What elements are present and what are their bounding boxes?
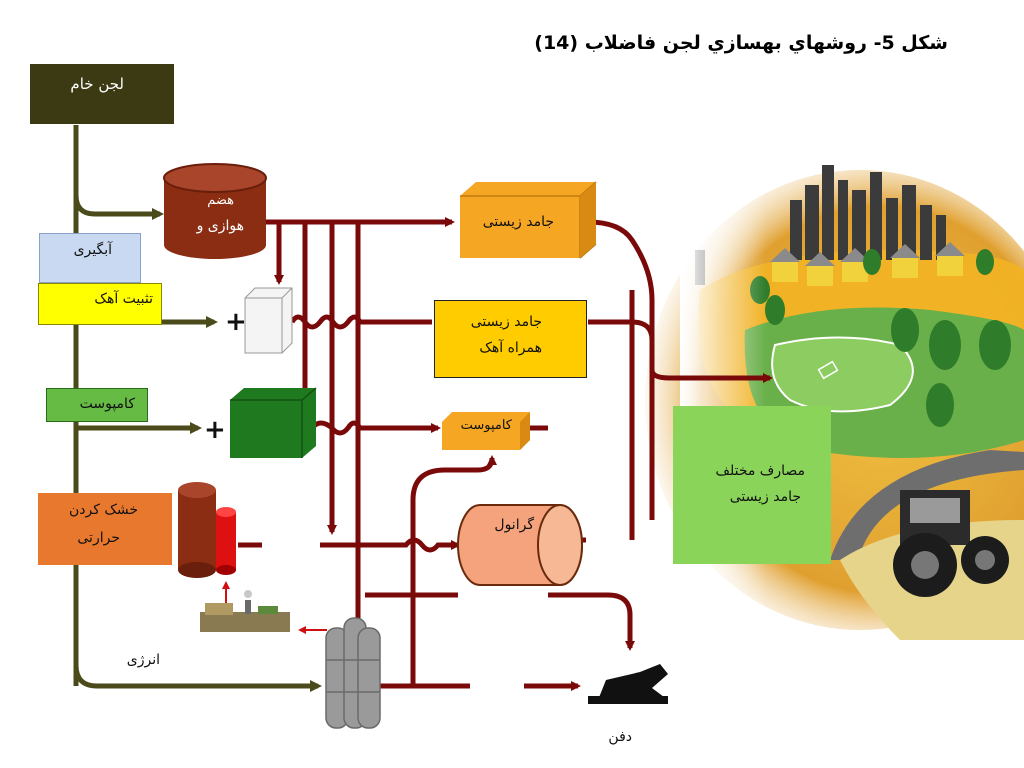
biosolid-lime-label-line2: همراه آهک xyxy=(479,340,542,356)
plus-icon-compost: + xyxy=(204,415,226,445)
lime-stabilization-box: تثبیت آهک xyxy=(38,283,162,325)
granule-drum xyxy=(457,504,583,586)
raw-sludge-label: لجن خام xyxy=(70,75,124,93)
various-uses-box: مصارف مختلف جامد زیستی xyxy=(673,406,831,564)
lime-stabilization-label: تثبیت آهک xyxy=(94,291,153,307)
biosolid-lime-box: جامد زیستی همراه آهک xyxy=(434,300,587,378)
thermal-dryer-unit xyxy=(178,482,236,578)
figure-title: شکل 5- روشهاي بهسازي لجن فاضلاب (14) xyxy=(534,32,948,54)
granule-label: گرانول xyxy=(494,517,534,533)
biosolid-lime-label-line1: جامد زیستی xyxy=(470,314,542,330)
compost-method-label: کامپوست xyxy=(79,396,135,412)
thermal-drying-label-line2: حرارتی xyxy=(77,530,120,546)
compost-method-box: کامپوست xyxy=(46,388,148,422)
biosolid-box xyxy=(460,181,597,259)
thermal-drying-label-line1: خشک کردن xyxy=(68,502,138,518)
factory-icon xyxy=(200,590,290,632)
energy-feedback-arrows xyxy=(222,581,327,634)
dewatering-box: آبگیری xyxy=(39,233,141,283)
energy-label: انرژی xyxy=(126,652,160,668)
biosolid-label: جامد زیستی xyxy=(482,214,554,230)
thermal-drying-box: خشک کردن حرارتی xyxy=(38,493,172,565)
dewatering-label: آبگیری xyxy=(73,242,112,258)
various-uses-label-line1: مصارف مختلف xyxy=(715,463,805,479)
plus-icon-lime: + xyxy=(225,307,247,337)
raw-sludge-box: لجن خام xyxy=(30,64,174,124)
landfill-label: دفن xyxy=(608,729,632,745)
lime-stabilization-unit xyxy=(244,287,293,354)
compost-product-box xyxy=(442,412,530,450)
process-flow-lines xyxy=(238,217,773,691)
digester-tank xyxy=(163,163,267,259)
compost-product-label: کامپوست xyxy=(460,418,512,433)
landfill-bulldozer-icon xyxy=(588,664,668,704)
city-landscape-illustration xyxy=(645,150,1024,650)
digestion-label-line2: هوازی و xyxy=(196,218,244,234)
incinerator-columns-icon xyxy=(325,617,381,729)
digestion-label-line1: هضم xyxy=(207,193,234,208)
compost-unit xyxy=(230,387,317,458)
various-uses-label-line2: جامد زیستی xyxy=(729,489,801,505)
